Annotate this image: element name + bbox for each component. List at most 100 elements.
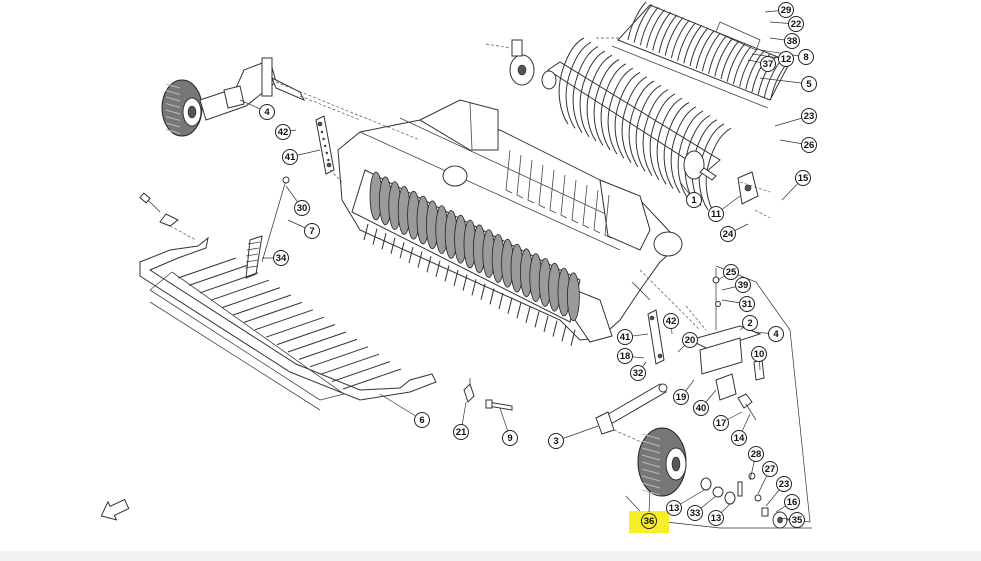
callout-label: 5 [806,79,812,90]
windguard-tine [298,338,358,360]
tyre-tread [165,109,181,115]
callout-2: 2 [742,315,758,331]
rotor-tine [635,119,646,172]
callout-6: 6 [414,412,430,428]
rake-tine-comb [611,1,791,109]
comb-tine [739,48,758,87]
callout-label: 23 [779,479,790,490]
callout-label: 9 [507,433,512,444]
callout-label: 28 [751,449,762,460]
rotor-tine [561,37,585,73]
comb-tine [701,32,721,72]
tyre-tread [641,489,661,496]
callout-circle [502,430,518,446]
callout-circle [778,2,794,18]
rotor-tine [708,127,732,163]
callout-label: 1 [691,195,697,206]
callout-label: 34 [276,253,287,264]
tyre-tread [165,90,181,95]
callout-circle [673,389,689,405]
callout-label: 42 [666,316,677,327]
comb-tine [714,38,734,77]
drum-tine [399,242,405,259]
callout-circle [641,513,657,529]
callout-label: 3 [553,436,558,447]
callout-label: 30 [297,203,308,214]
drum-tine [390,237,396,254]
drum-tine [435,260,441,277]
callout-label: 16 [787,497,798,508]
rotor-tine [659,97,683,133]
windguard-tine [265,316,325,338]
callout-18: 18 [617,348,633,364]
rotor-tine [624,76,648,111]
callout-circle [304,223,320,239]
rotor-tine [628,114,639,168]
drum-tine [498,292,504,310]
tyre-tread [641,440,661,447]
callout-circle [751,346,767,362]
callout-34: 34 [273,250,289,266]
plate-hole [324,144,327,148]
rotor-tine [694,119,718,154]
windguard-tine [309,346,369,368]
callout-label: 19 [676,392,687,403]
callout-4: 4 [768,326,784,342]
callout-3: 3 [548,433,564,449]
callout-label: 29 [781,5,792,16]
drum-ring [567,272,580,322]
callout-20: 20 [682,332,698,348]
callout-5: 5 [801,76,817,92]
comb-tine [720,40,740,80]
windguard-tine [221,287,281,309]
callout-circle [784,494,800,510]
callout-label: 25 [726,267,737,278]
body-fin [593,189,601,234]
callout-4: 4 [259,104,275,120]
windguard-tine [210,279,270,301]
comb-tine [652,12,672,51]
body-fin [560,174,568,219]
callout-36-highlighted: 36 [641,513,657,529]
callout-label: 33 [690,508,701,519]
callout-circle [259,104,275,120]
callout-26: 26 [801,137,817,153]
tyre-tread [165,103,181,108]
callout-label: 10 [754,349,765,360]
rotor-tine [701,123,725,159]
callout-label: 36 [644,516,655,527]
link-plate-41-left [315,115,335,175]
rotor-tine [586,89,597,142]
rotor-tine [565,76,576,129]
callout-11: 11 [708,206,724,222]
rotor-tine [600,97,611,151]
drive-disc [509,39,535,86]
callout-circle [748,446,764,462]
callout-circle [789,512,805,528]
callout-circle [548,433,564,449]
rotor-tine [652,93,676,129]
windguard-tine [276,324,336,346]
rotor-tine [670,140,681,194]
callout-circle [795,170,811,186]
drum-tine [417,251,423,268]
callout-circle [742,315,758,331]
callout-label: 17 [716,418,727,429]
callout-circle [693,400,709,416]
callout-label: 38 [787,36,798,47]
callout-circle [453,424,469,440]
callout-32: 32 [630,365,646,381]
callout-42: 42 [663,313,679,329]
callout-circle [630,365,646,381]
drum-tine [525,306,531,323]
pickup-rotor [541,37,732,215]
callout-label: 7 [309,226,314,237]
callout-10: 10 [751,346,767,362]
callout-label: 12 [781,54,792,65]
drum-tine [561,325,567,342]
callout-41: 41 [282,149,298,165]
callout-label: 37 [763,59,774,70]
drum-tine [534,311,540,328]
left-gauge-wheel [161,57,306,137]
